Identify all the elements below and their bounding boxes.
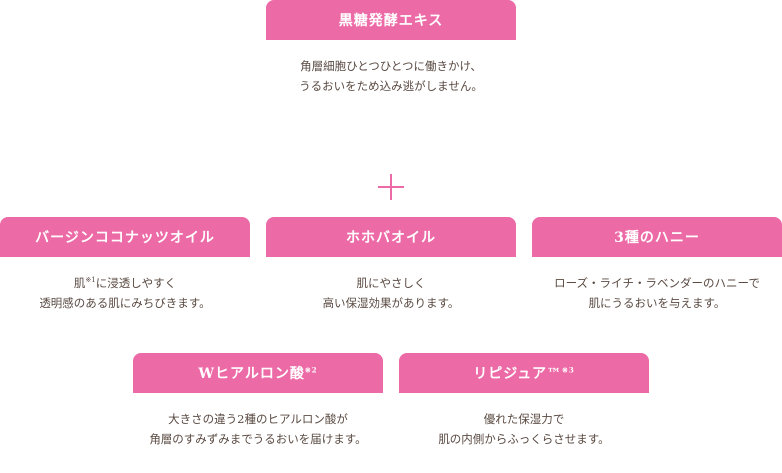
footnote-mark: ※3 <box>562 365 575 375</box>
description-line: 大きさの違う2種のヒアルロン酸が <box>168 412 348 426</box>
ingredient-description: 優れた保湿力で 肌の内側からふっくらさせます。 <box>399 409 649 449</box>
description-text: 肌 <box>73 276 86 290</box>
ingredient-title: リピジュア™※3 <box>399 353 649 393</box>
ingredient-title-text: ホホバオイル <box>346 230 436 246</box>
ingredient-card-hyaluronic-acid: Wヒアルロン酸※2 大きさの違う2種のヒアルロン酸が 角層のすみずみまでうるおい… <box>133 353 383 453</box>
description-line: 肌の内側からふっくらさせます。 <box>438 432 610 446</box>
ingredient-description: 大きさの違う2種のヒアルロン酸が 角層のすみずみまでうるおいを届けます。 <box>133 409 383 449</box>
ingredient-title-text: バージンココナッツオイル <box>35 230 215 246</box>
ingredient-title: バージンココナッツオイル <box>0 217 250 257</box>
plus-icon <box>378 174 404 200</box>
ingredient-description: ローズ・ライチ・ラベンダーのハニーで 肌にうるおいを与えます。 <box>532 273 782 313</box>
ingredient-title-text: 黒糖発酵エキス <box>338 13 444 29</box>
ingredient-title-text: Wヒアルロン酸※2 <box>198 363 317 383</box>
description-line: 角層細胞ひとつひとつに働きかけ、 <box>300 59 482 73</box>
description-line: 角層のすみずみまでうるおいを届けます。 <box>149 432 367 446</box>
description-line: 肌にやさしく <box>356 276 426 290</box>
description-line: 優れた保湿力で <box>483 412 565 426</box>
ingredient-title: Wヒアルロン酸※2 <box>133 353 383 393</box>
ingredient-card-coconut-oil: バージンココナッツオイル 肌※1に浸透しやすく 透明感のある肌にみちびきます。 <box>0 217 250 317</box>
description-line: 高い保湿効果があります。 <box>322 296 460 310</box>
ingredient-title-text: 3種のハニー <box>614 230 700 246</box>
ingredient-description: 肌にやさしく 高い保湿効果があります。 <box>266 273 516 313</box>
ingredient-description: 角層細胞ひとつひとつに働きかけ、 うるおいをため込み逃がしません。 <box>266 56 516 96</box>
title-text: リピジュア™ <box>473 366 562 382</box>
description-line: ローズ・ライチ・ラベンダーのハニーで <box>554 276 760 290</box>
ingredient-card-honey: 3種のハニー ローズ・ライチ・ラベンダーのハニーで 肌にうるおいを与えます。 <box>532 217 782 317</box>
description-text: に浸透しやすく <box>95 276 177 290</box>
ingredient-title: 黒糖発酵エキス <box>266 0 516 40</box>
description-line: 肌にうるおいを与えます。 <box>588 296 726 310</box>
description-line: うるおいをため込み逃がしません。 <box>299 79 483 93</box>
ingredient-card-jojoba-oil: ホホバオイル 肌にやさしく 高い保湿効果があります。 <box>266 217 516 317</box>
ingredient-title-text: リピジュア™※3 <box>473 363 575 383</box>
ingredient-card-kokuto: 黒糖発酵エキス 角層細胞ひとつひとつに働きかけ、 うるおいをため込み逃がしません… <box>266 0 516 100</box>
ingredient-description: 肌※1に浸透しやすく 透明感のある肌にみちびきます。 <box>0 273 250 313</box>
ingredient-card-lipidure: リピジュア™※3 優れた保湿力で 肌の内側からふっくらさせます。 <box>399 353 649 453</box>
title-text: Wヒアルロン酸 <box>198 366 305 382</box>
ingredient-title: ホホバオイル <box>266 217 516 257</box>
footnote-mark: ※1 <box>85 276 96 285</box>
ingredient-title: 3種のハニー <box>532 217 782 257</box>
footnote-mark: ※2 <box>304 365 318 375</box>
description-line: 透明感のある肌にみちびきます。 <box>39 296 211 310</box>
description-line: 肌※1に浸透しやすく <box>0 273 250 293</box>
